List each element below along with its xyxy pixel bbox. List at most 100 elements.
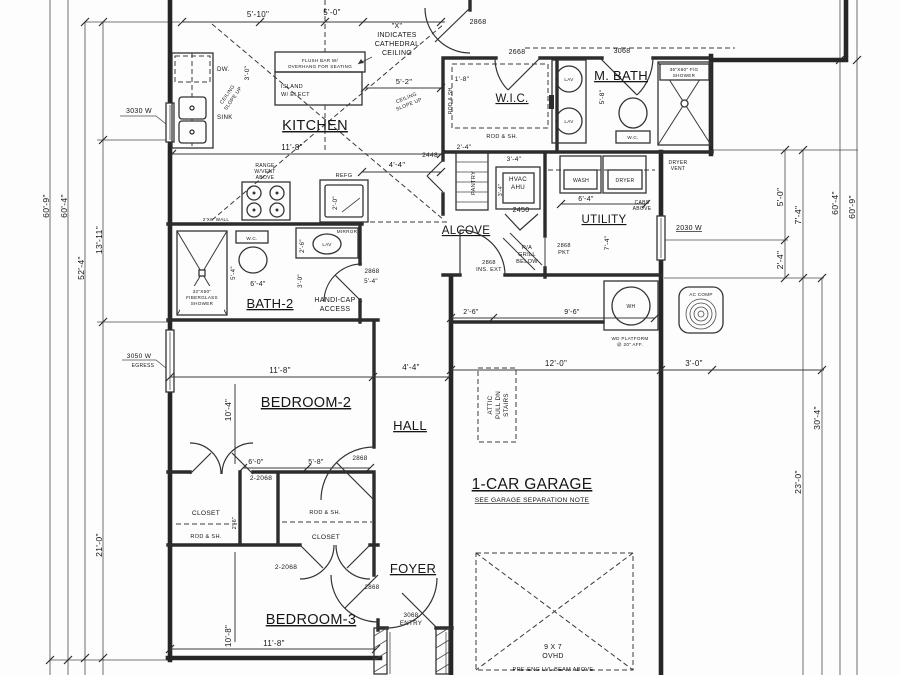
closet-b3-rod-shelf: ROD & SH. [309,510,340,516]
note-indicates: INDICATES [377,32,417,39]
window-label-3050: 3050 W [127,353,152,360]
room-label-wic: W.I.C. [495,93,528,105]
door-label-2-2068-b3: 2-2068 [275,564,297,571]
utility-room: WASH DRYER 6'-4" UTILITY 7'-4" CABS ABOV… [544,155,688,268]
dim-3-4-hvac-v: 3'-4" [498,184,504,197]
window-3030 [165,102,175,143]
dim-3-0-bath2: 3'-0" [297,274,304,288]
dim-left-60-4: 60'-4" [59,194,69,218]
dim-left-60-9: 60'-9" [41,194,51,218]
kitchen-top-dimensions: 5'-10" 5'-0" [177,8,446,27]
door-2868-bedroom2: 2868 [320,446,375,501]
window-label-egress: EGRESS [132,363,155,369]
dim-1-8-wic: 1'-8" [455,76,470,83]
dim-2-0-refg: 2'-0" [332,196,339,210]
range-label-2: W/VENT [254,169,275,175]
dim-6-4-utility: 6'-4" [578,196,594,203]
dim-right-60-4: 60'-4" [830,191,840,215]
platform-label-1: WD PLATFORM [612,336,649,341]
room-label-alcove: ALCOVE [442,225,490,237]
closet-b3-label: CLOSET [312,534,340,541]
entry: 3068 ENTRY [373,577,450,675]
wc-label-bath2: W.C. [246,236,257,241]
wall-2x6-note: 2'X6' WALL [203,217,230,222]
dim-4-4-hall: 4'-4" [402,363,419,372]
note-ceiling: CEILING [382,50,412,57]
room-label-utility: UTILITY [582,214,627,226]
attic-label-1: ATTIC [487,395,494,414]
wh-label: WH [627,304,636,310]
door-label-ins-ext-1: 2868 [482,260,496,266]
door-label-3068: 3068 [614,48,631,55]
door-3068-mbath: 3068 [599,48,654,96]
room-label-mbath: M. BATH [594,68,648,83]
foyer: FOYER 2868 [330,561,436,623]
washer-label: WASH [573,178,589,184]
dim-5-4-bath2: 5'-4" [230,266,237,280]
dryer-vent-label-1: DRYER [669,160,688,166]
range-label-3: ABOVE [256,175,275,181]
door-label-2868-bedroom2: 2868 [353,455,368,462]
island-label-1: ISLAND [281,84,303,90]
hvac-label-1: HVAC [509,176,527,183]
sink-label: SINK [217,114,233,121]
garage: 2'-6" 9'-6" WH WD PLATFORM @ 20" AFF. 12… [446,280,824,673]
beam-label: PRE-ENG LVL BEAM ABOVE [513,667,594,673]
dim-5-0: 5'-0" [323,8,340,17]
cathedral-ceiling-note: "X" INDICATES CATHEDRAL CEILING [357,23,419,65]
door-2868-top: 2868 [424,7,487,54]
pantry: PANTRY 2'-4" [455,144,489,211]
door-label-2868-bath2: 2868 [365,268,380,275]
bath2-shower-label-3: SHOWER [191,301,214,306]
flush-bar-label-2: OVERHANG FOR SEATING [288,64,352,69]
door-label-2-2068-b2: 2-2068 [250,475,272,482]
platform-label-2: @ 20" AFF. [617,342,643,347]
porch-column-right [435,627,450,675]
dim-6-0-bedroom2: 6'-0" [248,459,264,466]
dim-11-8-bedroom2: 11'-8" [269,366,291,375]
door-dim-5-4: 5'-4" [364,278,378,285]
door-label-ins-ext-2: INS. EXT [476,267,502,273]
ac-compressor: AC COMP [678,286,724,334]
flush-bar-label-1: FLUSH BAR W/ [302,58,339,63]
hvac-label-2: AHU [511,184,525,191]
porch-column-left [373,627,388,675]
dim-3-0-garage: 3'-0" [685,359,702,368]
mirror-label: MIRROR [337,229,358,234]
dim-5-10: 5'-10" [247,10,269,19]
window-label-3030: 3030 W [126,108,152,115]
bedroom-3: BEDROOM-3 10'-8" 11'-8" [165,552,381,654]
dim-10-4-bedroom2: 10'-4" [224,399,233,421]
attic-label-2: PULL DN [495,391,502,419]
ceiling-slope-note-left: CEILING SLOPE UP [219,84,244,112]
entry-label-2: ENTRY [400,620,422,627]
attic-label-3: STAIRS [503,393,510,417]
room-label-bath2: BATH-2 [246,296,293,311]
hvac-closet: 3'-4" HVAC AHU 3'-4" 2450 R/A GRILL BELO… [495,156,543,271]
dim-left-52-4: 52'-4" [76,256,86,280]
dim-2-4-pantry: 2'-4" [457,144,472,151]
room-label-bedroom3: BEDROOM-3 [266,612,357,628]
door-label-2448: 2448 [422,152,438,159]
bath2-shower-label-2: FIBERGLASS [186,295,218,300]
ovhd-label-1: 9 X 7 [544,644,562,651]
cabs-above-label-2: ABOVE [633,206,652,212]
door-label-2868-top: 2868 [470,19,487,26]
window-3050-egress [165,329,175,393]
door-2668-wic: 2668 [494,49,541,91]
dim-2-6-bath2: 2'-6" [299,239,306,253]
dimension-lines-left: 60'-9" 60'-4" 52'-4" 13'-11" 21'-0" 3030… [41,0,180,675]
garage-separation-note: SEE GARAGE SEPARATION NOTE [475,497,590,504]
handicap-label-2: ACCESS [320,306,351,313]
dim-right-30-4: 30'-4" [812,406,822,430]
door-2868-bedroom3: 2868 [330,574,379,623]
closet-bedroom2: CLOSET ROD & SH. 2'-6" [176,442,254,540]
wic-rod-shelf-left: ROD & SH. [448,86,454,114]
wc-label-mbath: W.C. [627,135,638,140]
dim-11-8-bedroom3: 11'-8" [263,639,285,648]
dim-12-0-garage: 12'-0" [545,359,567,368]
pocket-door-label-2: PKT [558,250,570,256]
lav-label-bath2: LAV [322,242,332,247]
dim-2-6-garage: 2'-6" [463,309,479,316]
